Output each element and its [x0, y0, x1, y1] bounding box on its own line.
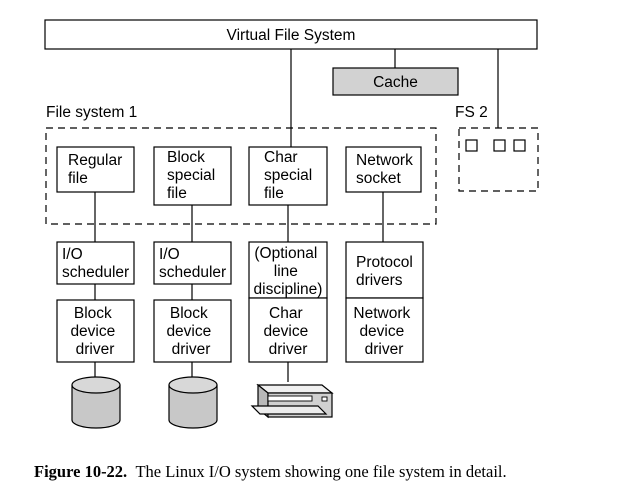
linux-io-diagram: Virtual File System Cache File system 1 … — [44, 19, 539, 429]
caption-text: The Linux I/O system showing one file sy… — [135, 462, 507, 481]
protocol-drivers-label: Protocol drivers — [356, 254, 417, 289]
io-scheduler-1-box — [56, 241, 135, 285]
cache-box — [332, 67, 459, 96]
protocol-drivers-box — [345, 241, 424, 299]
network-socket-box — [345, 146, 422, 193]
block-device-driver-2-label: Block device driver — [166, 305, 215, 358]
network-socket-label: Network socket — [356, 152, 417, 187]
fs2-slot — [513, 139, 526, 152]
char-special-file-box — [248, 146, 328, 206]
disk-icon — [168, 376, 218, 429]
io-scheduler-2-box — [153, 241, 232, 285]
regular-file-box — [56, 146, 135, 193]
printer-icon — [250, 383, 334, 419]
fs2-label: FS 2 — [455, 104, 488, 121]
line-discipline-label: (Optional line discipline) — [254, 245, 323, 298]
fs1-region — [45, 127, 437, 225]
fs1-label: File system 1 — [46, 104, 137, 121]
disk-icon — [71, 376, 121, 429]
fs2-slot — [493, 139, 506, 152]
network-device-driver-box — [345, 297, 424, 363]
line-discipline-box — [248, 241, 328, 299]
vfs-label: Virtual File System — [227, 27, 356, 44]
fs2-region — [458, 127, 539, 192]
network-device-driver-label: Network device driver — [353, 305, 414, 358]
fs2-slot — [465, 139, 478, 152]
char-device-driver-box — [248, 297, 328, 363]
figure-caption: Figure 10-22. The Linux I/O system showi… — [34, 462, 624, 482]
regular-file-label: Regular file — [68, 152, 127, 187]
io-scheduler-1-label: I/O scheduler — [62, 246, 129, 281]
char-device-driver-label: Char device driver — [263, 305, 312, 358]
io-scheduler-2-label: I/O scheduler — [159, 246, 226, 281]
figure-number: Figure 10-22. — [34, 462, 128, 481]
block-device-driver-1-box — [56, 299, 135, 363]
vfs-box — [44, 19, 538, 50]
block-device-driver-1-label: Block device driver — [70, 305, 119, 358]
cache-label: Cache — [373, 74, 418, 91]
char-special-file-label: Char special file — [264, 149, 317, 202]
block-special-file-label: Block special file — [167, 149, 220, 202]
block-special-file-box — [153, 146, 232, 206]
